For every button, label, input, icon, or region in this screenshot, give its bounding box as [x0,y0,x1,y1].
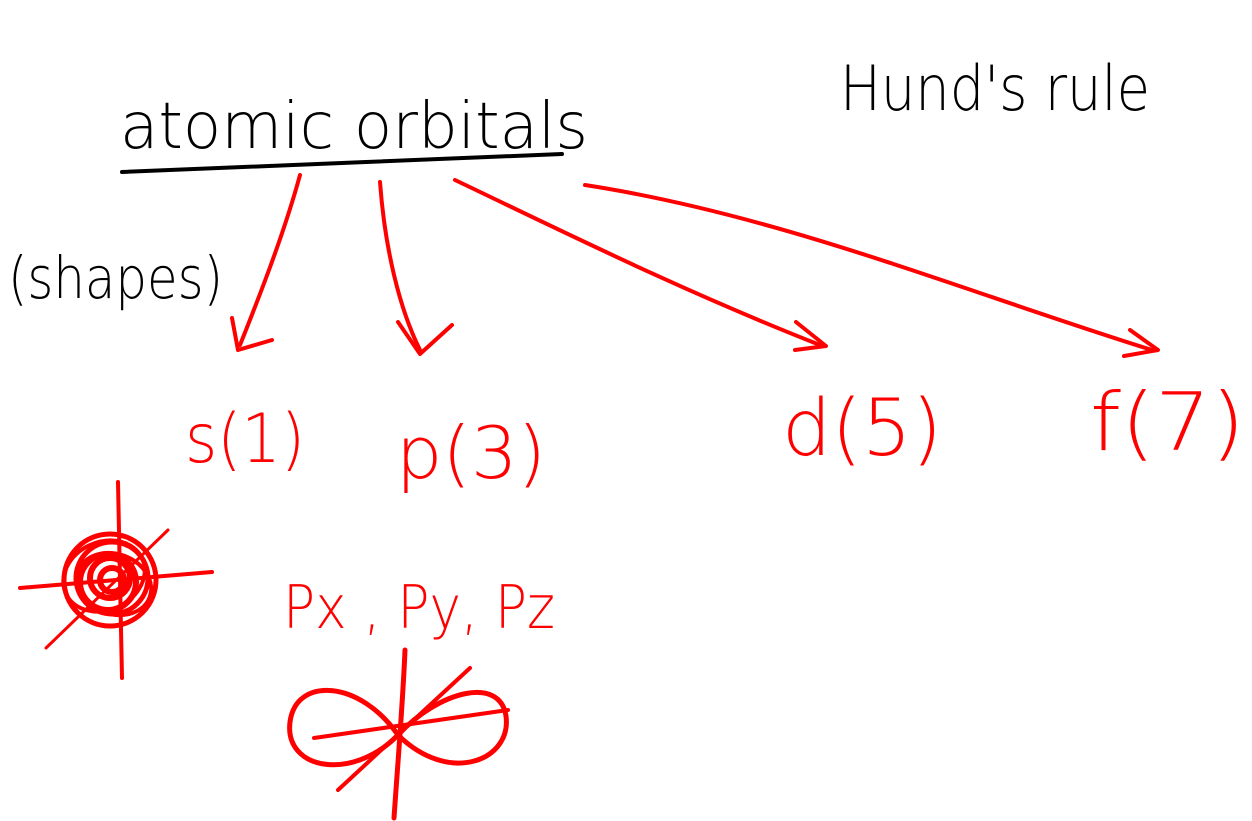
orbital-label-d: d(5) [782,384,942,474]
annotation-shapes: (shapes) [8,244,223,312]
orbital-label-f: f(7) [1090,376,1245,469]
p-subtypes-label: Px , Py, Pz [283,573,555,643]
orbital-label-p: p(3) [396,411,546,495]
arrow-to-p [378,180,454,356]
arrow-to-s [230,173,302,352]
root-underline [120,152,564,174]
s-orbital-sketch [18,480,214,680]
arrow-to-f [583,183,1160,358]
root-label: atomic orbitals [120,90,588,164]
arrow-to-d [453,178,828,352]
p-orbital-sketch [287,647,510,821]
title-text: Hund's rule [840,52,1150,125]
orbital-label-s: s(1) [185,400,305,479]
